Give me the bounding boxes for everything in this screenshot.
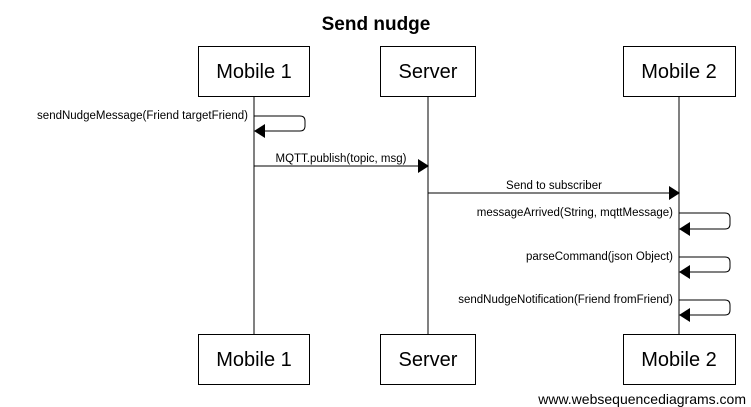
actor-mobile1-top-label: Mobile 1 <box>216 61 292 83</box>
message-send-to-subscriber: Send to subscriber <box>428 180 680 200</box>
message-parse-command: parseCommand(json Object) <box>526 251 731 279</box>
message-mqtt-publish: MQTT.publish(topic, msg) <box>254 153 429 173</box>
arrow-head <box>418 159 429 173</box>
actor-server-bottom-label: Server <box>399 349 458 371</box>
message-label: parseCommand(json Object) <box>526 251 673 263</box>
message-label: messageArrived(String, mqttMessage) <box>477 207 673 219</box>
message-send-nudge-message: sendNudgeMessage(Friend targetFriend) <box>37 110 306 138</box>
actor-mobile1-bottom: Mobile 1 <box>198 334 310 385</box>
arrow-head <box>669 186 680 200</box>
message-label: sendNudgeMessage(Friend targetFriend) <box>37 110 248 122</box>
arrow-head <box>679 308 690 322</box>
actor-server-top-label: Server <box>399 61 458 83</box>
message-label: sendNudgeNotification(Friend fromFriend) <box>458 294 673 306</box>
message-label: Send to subscriber <box>506 180 602 192</box>
actor-mobile1-bottom-label: Mobile 1 <box>216 349 292 371</box>
message-message-arrived: messageArrived(String, mqttMessage) <box>477 207 731 236</box>
arrow-head <box>254 124 265 138</box>
diagram-title: Send nudge <box>322 14 431 35</box>
watermark-text: www.websequencediagrams.com <box>537 391 746 407</box>
arrow-head <box>679 265 690 279</box>
message-send-nudge-notification: sendNudgeNotification(Friend fromFriend) <box>458 294 731 322</box>
actor-mobile2-bottom-label: Mobile 2 <box>641 349 717 371</box>
arrow-head <box>679 222 690 236</box>
actor-mobile2-top: Mobile 2 <box>623 46 736 97</box>
actor-mobile2-top-label: Mobile 2 <box>641 61 717 83</box>
message-label: MQTT.publish(topic, msg) <box>275 153 406 165</box>
actor-mobile2-bottom: Mobile 2 <box>623 334 736 385</box>
actor-server-bottom: Server <box>380 334 476 385</box>
actor-mobile1-top: Mobile 1 <box>198 46 310 97</box>
actor-server-top: Server <box>380 46 476 97</box>
